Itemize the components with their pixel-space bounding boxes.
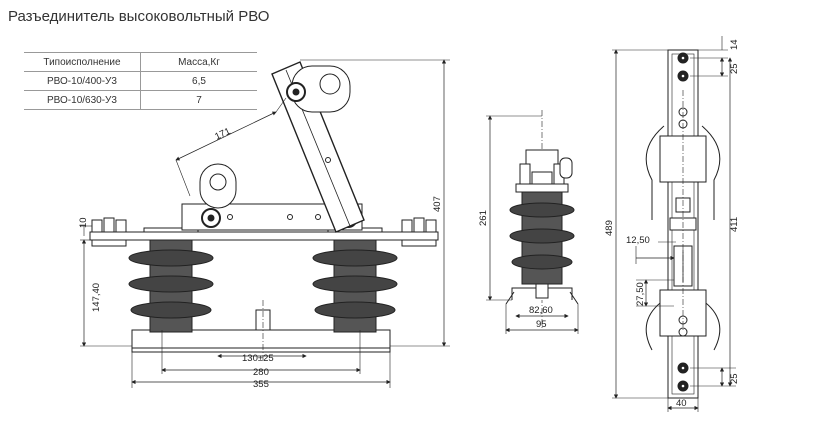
table-row: РВО-10/630-У3 7 [24, 90, 257, 110]
page-title: Разъединитель высоковольтный РВО [8, 8, 270, 25]
table-cell-mass: 7 [140, 90, 257, 110]
top-view [612, 36, 736, 412]
dim-inner-length: 280 [253, 367, 269, 378]
dim-insulator-height: 147,40 [91, 283, 102, 312]
front-view [80, 59, 450, 388]
side-view [486, 110, 579, 334]
dim-top-12-50: 12,50 [626, 235, 650, 246]
front-base-lip [131, 330, 391, 353]
table-header-type: Типоисполнение [24, 52, 141, 72]
side-insulator [509, 183, 575, 285]
dim-top-overall: 489 [604, 220, 615, 236]
dim-blade-length: 171 [213, 126, 232, 143]
dim-center-spacing: 130±25 [242, 353, 274, 364]
table-cell-type: РВО-10/400-У3 [24, 71, 141, 91]
top-view-bolts [677, 52, 689, 392]
dim-side-height: 261 [478, 210, 489, 226]
table-header-row: Типоисполнение Масса,Кг [24, 52, 257, 72]
table-header-mass: Масса,Кг [140, 52, 257, 72]
dim-overall-length: 355 [253, 379, 269, 390]
left-terminal [91, 217, 127, 247]
dim-top-27-50: 27,50 [635, 282, 646, 306]
diagonal-blade [271, 61, 365, 233]
dim-top-10: 10 [78, 217, 89, 228]
dim-top-inner: 411 [729, 217, 740, 232]
table-row: РВО-10/400-У3 6,5 [24, 71, 257, 91]
left-insulator [128, 227, 214, 333]
dim-top-25: 25 [729, 63, 740, 74]
front-base [131, 329, 391, 349]
spec-table: Типоисполнение Масса,Кг РВО-10/400-У3 6,… [24, 52, 257, 110]
table-cell-mass: 6,5 [140, 71, 257, 91]
dim-top-14: 14 [729, 39, 740, 50]
table-cell-type: РВО-10/630-У3 [24, 90, 141, 110]
right-insulator [312, 227, 398, 333]
dim-base-outer: 95 [536, 319, 547, 330]
dim-base-inner: 82,60 [529, 305, 553, 316]
top-plate [89, 231, 439, 241]
dim-top-width: 40 [676, 398, 687, 409]
dim-top-25-bottom: 25 [729, 373, 740, 384]
dim-overall-height: 407 [432, 196, 443, 212]
right-terminal [401, 217, 437, 247]
